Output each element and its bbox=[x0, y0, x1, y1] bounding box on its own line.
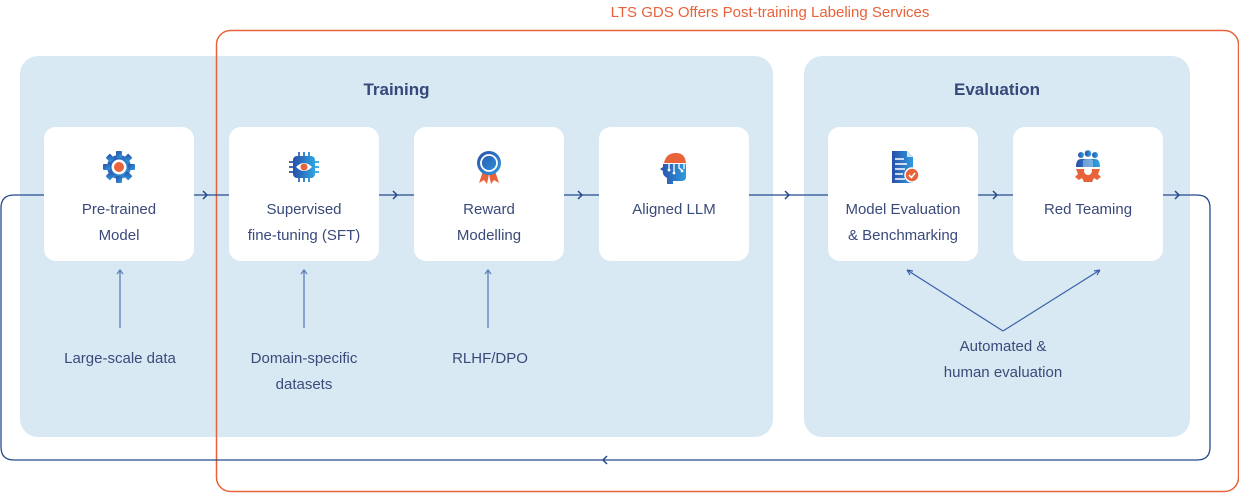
input-label-line: datasets bbox=[275, 376, 333, 393]
stage-label-line: Pre-trained bbox=[81, 201, 157, 218]
stage-card-evaluation: Model Evaluation & Benchmarking bbox=[828, 127, 978, 261]
input-label-reward: RLHF/DPO bbox=[400, 346, 580, 372]
evaluation-panel-title: Evaluation bbox=[954, 80, 1040, 99]
input-label-line: human evaluation bbox=[943, 364, 1063, 381]
service-region-title: LTS GDS Offers Post-training Labeling Se… bbox=[610, 4, 930, 21]
stage-label-line: fine-tuning (SFT) bbox=[247, 227, 361, 244]
arrowhead-3 bbox=[577, 190, 584, 200]
training-panel-title: Training bbox=[363, 80, 430, 99]
arrowhead-1 bbox=[202, 190, 209, 200]
stage-label-line: Modelling bbox=[456, 227, 522, 244]
input-label-line: Automated & bbox=[959, 338, 1047, 355]
input-label-line: Large-scale data bbox=[64, 350, 176, 367]
stage-label-line: & Benchmarking bbox=[847, 227, 959, 244]
ai-head-icon bbox=[660, 153, 686, 184]
stage-card-aligned: Aligned LLM bbox=[599, 127, 749, 261]
gear-icon bbox=[103, 151, 135, 183]
stage-label-line: Reward bbox=[463, 201, 515, 218]
stage-card-pretrained: Pre-trained Model bbox=[44, 127, 194, 261]
stage-label: Red Teaming bbox=[1017, 197, 1159, 223]
stage-card-reward: Reward Modelling bbox=[414, 127, 564, 261]
stage-label-line: Supervised bbox=[266, 201, 342, 218]
input-arrow-reward bbox=[484, 268, 492, 328]
stage-card-redteam: Red Teaming bbox=[1013, 127, 1163, 261]
arrowhead-4 bbox=[784, 190, 791, 200]
input-label-line: Domain-specific bbox=[250, 350, 358, 367]
feedback-loop-line bbox=[0, 194, 1211, 461]
arrowhead-2 bbox=[392, 190, 399, 200]
input-arrow-redteam bbox=[1002, 269, 1101, 332]
arrowhead-5 bbox=[992, 190, 999, 200]
stage-label-line: Aligned LLM bbox=[632, 201, 716, 218]
award-ribbon-icon bbox=[477, 151, 501, 184]
stage-label: Reward Modelling bbox=[418, 197, 560, 249]
stage-label: Supervised fine-tuning (SFT) bbox=[233, 197, 375, 249]
team-gear-icon bbox=[1075, 150, 1101, 182]
stage-card-sft: Supervised fine-tuning (SFT) bbox=[229, 127, 379, 261]
service-region-border bbox=[215, 29, 1239, 493]
stage-label-line: Red Teaming bbox=[1043, 201, 1133, 218]
stage-label-line: Model Evaluation bbox=[845, 201, 961, 218]
stage-label: Aligned LLM bbox=[603, 197, 745, 223]
input-arrow-sft bbox=[300, 268, 308, 328]
input-label-line: RLHF/DPO bbox=[452, 350, 528, 367]
input-label-evaluation: Automated & human evaluation bbox=[913, 334, 1093, 386]
arrowhead-loop bbox=[601, 455, 608, 465]
stage-label: Pre-trained Model bbox=[48, 197, 190, 249]
document-check-icon bbox=[892, 151, 920, 183]
chip-eye-icon bbox=[289, 152, 319, 182]
stage-label-line: Model bbox=[98, 227, 140, 244]
input-arrow-evaluation bbox=[906, 269, 1004, 332]
arrowhead-6 bbox=[1174, 190, 1181, 200]
stage-label: Model Evaluation & Benchmarking bbox=[832, 197, 974, 249]
input-label-sft: Domain-specific datasets bbox=[214, 346, 394, 398]
input-label-pretrained: Large-scale data bbox=[30, 346, 210, 372]
input-arrow-pretrained bbox=[116, 268, 124, 328]
